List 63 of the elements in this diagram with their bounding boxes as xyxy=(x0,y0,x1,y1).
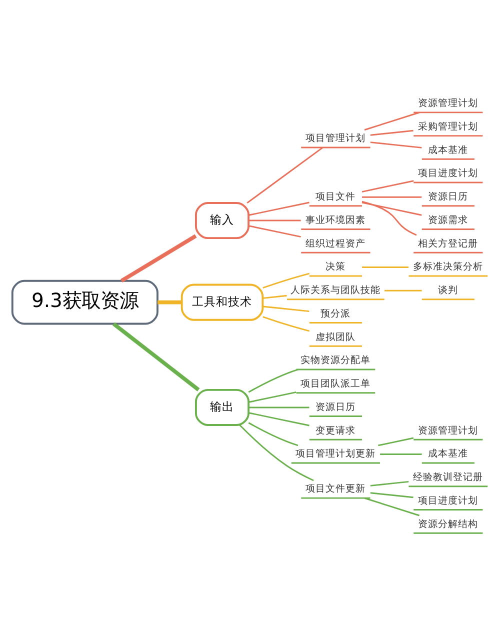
node-text: 项目文件更新 xyxy=(306,484,366,495)
connector xyxy=(364,497,420,516)
node-text: 资源管理计划 xyxy=(418,425,478,436)
node-text: 资源日历 xyxy=(428,192,468,203)
node-text: 项目文件 xyxy=(316,192,356,203)
connector xyxy=(248,225,301,238)
node-text: 实物资源分配单 xyxy=(300,355,371,366)
node-text: 资源日历 xyxy=(316,402,356,413)
node-text: 资源需求 xyxy=(428,214,468,226)
connector xyxy=(248,406,310,408)
connector xyxy=(370,130,414,136)
node-text: 资源分解结构 xyxy=(418,518,478,530)
node-box: 输入 xyxy=(194,202,250,240)
node-text: 事业环境因素 xyxy=(306,214,366,226)
node-text: 谈判 xyxy=(438,285,458,296)
connector xyxy=(262,272,310,289)
node-text: 变更请求 xyxy=(316,425,356,436)
node-text: 经验教训登记册 xyxy=(413,472,484,484)
node-text: 决策 xyxy=(326,262,346,273)
node-text: 项目进度计划 xyxy=(418,495,478,506)
connector xyxy=(248,422,298,446)
node-text: 成本基准 xyxy=(428,144,468,156)
connector xyxy=(364,112,420,131)
connector xyxy=(378,437,414,446)
node-text: 人际关系与团队技能 xyxy=(290,285,381,296)
node-text: 项目管理计划更新 xyxy=(296,448,376,460)
connector xyxy=(262,306,310,312)
connector xyxy=(362,180,414,192)
node-text: 相关方登记册 xyxy=(418,238,478,250)
node-text: 项目进度计划 xyxy=(418,168,478,180)
node-text: 资源管理计划 xyxy=(418,98,478,110)
connector xyxy=(262,294,287,299)
node-text: 组织过程资产 xyxy=(306,238,366,250)
connector xyxy=(120,234,197,282)
node-text: 预分派 xyxy=(320,308,351,320)
connector xyxy=(380,454,422,455)
node-text: 项目管理计划 xyxy=(306,133,366,144)
node-box: 工具和技术 xyxy=(180,284,264,321)
connector xyxy=(246,147,323,204)
connector xyxy=(248,220,301,222)
connector xyxy=(362,202,422,216)
connector xyxy=(248,412,310,426)
connector xyxy=(370,142,422,148)
connector xyxy=(384,290,422,292)
node-text: 成本基准 xyxy=(428,448,468,460)
connector xyxy=(248,202,310,216)
connector xyxy=(370,480,409,486)
node-text: 项目团队派工单 xyxy=(300,378,371,390)
connector xyxy=(262,316,310,332)
connector xyxy=(248,368,298,393)
connector xyxy=(362,200,417,236)
node-text: 多标准决策分析 xyxy=(413,262,484,273)
node-box: 输出 xyxy=(194,388,250,426)
connector xyxy=(158,300,182,304)
connector xyxy=(239,424,314,482)
connector xyxy=(370,492,414,498)
node-text: 虚拟团队 xyxy=(316,332,356,343)
connector xyxy=(362,196,422,198)
node-text: 采购管理计划 xyxy=(418,121,478,132)
connector xyxy=(112,322,200,392)
connector xyxy=(248,392,296,403)
node-box: 9.3获取资源 xyxy=(11,280,158,325)
connector xyxy=(362,266,409,268)
